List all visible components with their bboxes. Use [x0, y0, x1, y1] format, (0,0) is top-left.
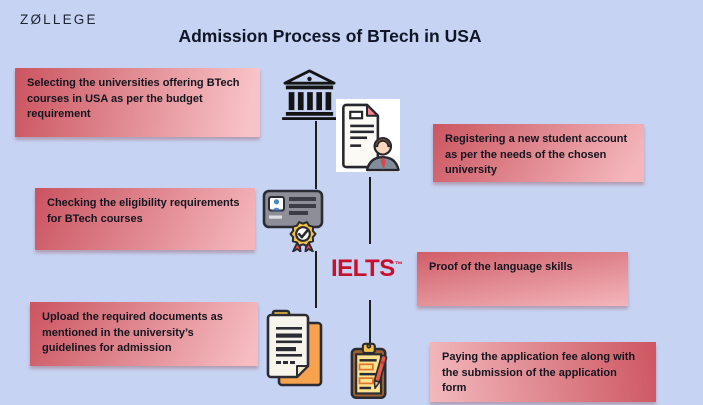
connector-line-4 — [369, 300, 371, 343]
step-box-upload-documents: Upload the required documents as mention… — [30, 302, 258, 366]
step-box-select-universities: Selecting the universities offering BTec… — [15, 68, 260, 137]
step-text-5: Upload the required documents as mention… — [42, 311, 223, 355]
step-text-4: Proof of the language skills — [429, 261, 573, 273]
step-box-language-proof: Proof of the language skills — [417, 252, 628, 306]
connector-line-2 — [315, 251, 317, 308]
application-clipboard-icon — [349, 342, 391, 400]
step-text-3: Checking the eligibility requirements fo… — [47, 197, 240, 225]
step-text-1: Selecting the universities offering BTec… — [27, 77, 240, 121]
step-box-pay-fee: Paying the application fee along with th… — [430, 342, 656, 402]
zollege-logo: ZØLLEGE — [20, 12, 98, 27]
step-box-check-eligibility: Checking the eligibility requirements fo… — [35, 188, 255, 250]
connector-line-1 — [315, 121, 317, 189]
university-building-icon — [281, 69, 338, 120]
page-title: Admission Process of BTech in USA — [178, 26, 482, 46]
step-box-register-account: Registering a new student account as per… — [433, 124, 644, 182]
ielts-text: IELTS — [331, 255, 395, 282]
ielts-logo: IELTS™ — [331, 255, 406, 283]
step-text-6: Paying the application fee along with th… — [442, 351, 636, 395]
step-text-2: Registering a new student account as per… — [445, 133, 628, 177]
registration-form-person-icon — [336, 99, 400, 172]
documents-stack-icon — [261, 307, 327, 393]
ielts-trademark: ™ — [394, 260, 403, 269]
eligibility-id-badge-icon — [262, 188, 326, 252]
connector-line-3 — [369, 177, 371, 244]
